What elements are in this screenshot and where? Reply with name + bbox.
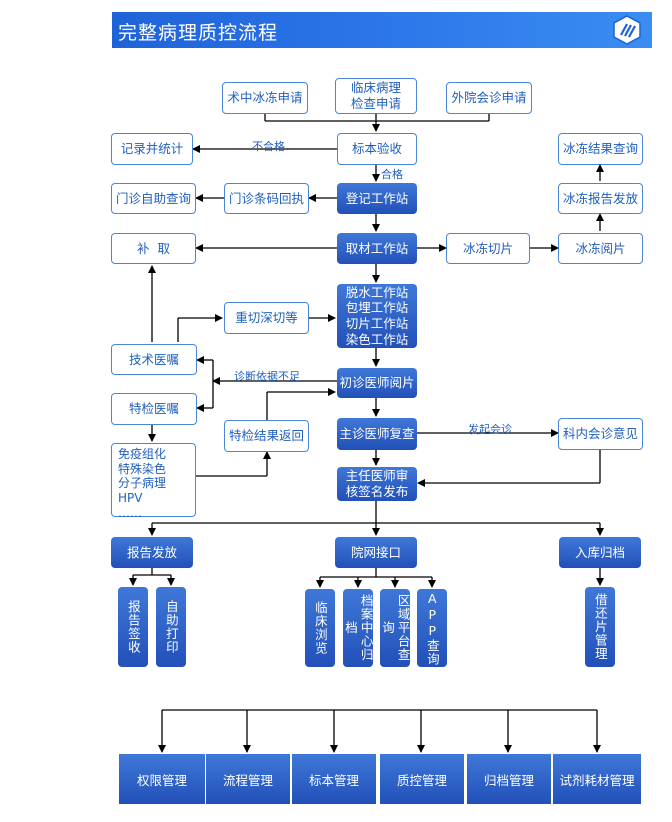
clinical-request-line1: 临床病理 — [350, 80, 401, 96]
frozen-query-label: 冰冻结果查询 — [562, 141, 638, 157]
recut-label: 重切深切等 — [235, 310, 298, 326]
archive-box: 入库归档 — [559, 537, 641, 568]
specimen-receive-box: 标本验收 — [337, 133, 417, 165]
intraop-frozen-request-label: 术中冰冻申请 — [227, 90, 303, 106]
special-tests-list: 免疫组化 特殊染色 分子病理 HPV …… — [111, 443, 196, 520]
list-item: HPV — [118, 490, 143, 505]
register-station-box: 登记工作站 — [337, 183, 417, 214]
first-read-label: 初诊医师阅片 — [339, 375, 415, 391]
final-signoff-line1: 主任医师审 — [345, 468, 409, 484]
dehydration-station-label: 脱水工作站 — [345, 284, 409, 300]
sectioning-station-label: 切片工作站 — [345, 316, 409, 331]
self-query-label: 门诊自助查询 — [115, 190, 191, 206]
external-consult-request-label: 外院会诊申请 — [451, 90, 527, 106]
consult-opinion-box: 科内会诊意见 — [558, 418, 643, 450]
insufficient-basis-label: 诊断依据不足 — [234, 370, 300, 383]
sampling-station-box: 取材工作站 — [337, 233, 417, 264]
permission-mgmt-label: 权限管理 — [136, 772, 187, 788]
register-station-label: 登记工作站 — [345, 190, 409, 206]
resample-box: 补 取 — [111, 233, 196, 264]
record-stats-box: 记录并统计 — [111, 133, 193, 165]
special-order-label: 特检医嘱 — [128, 401, 179, 417]
frozen-read-box: 冰冻阅片 — [558, 233, 643, 264]
regional-platform-label: 区域平台查询 — [380, 594, 411, 662]
final-signoff-line2: 核签名发布 — [345, 484, 409, 499]
list-item: 分子病理 — [118, 476, 167, 491]
reagent-mgmt-label: 试剂耗材管理 — [559, 772, 635, 788]
first-read-box: 初诊医师阅片 — [337, 368, 417, 398]
frozen-cut-label: 冰冻切片 — [462, 240, 513, 256]
intraop-frozen-request-box: 术中冰冻申请 — [222, 82, 308, 114]
external-consult-request-box: 外院会诊申请 — [446, 82, 532, 114]
archive-center-label: 档案中心归档 — [343, 594, 374, 662]
slide-lending-box: 借还片管理 — [585, 587, 615, 667]
special-result-label: 特检结果返回 — [228, 428, 304, 444]
archive-mgmt-label: 归档管理 — [483, 772, 534, 788]
report-signoff-box: 报告签收 — [118, 587, 148, 667]
tech-order-box: 技术医嘱 — [111, 344, 197, 375]
report-release-box: 报告发放 — [111, 537, 193, 568]
special-result-box: 特检结果返回 — [224, 420, 309, 452]
report-signoff-label: 报告签收 — [125, 600, 141, 654]
permission-mgmt-box: 权限管理 — [119, 754, 205, 804]
resample-label: 补 取 — [137, 240, 170, 256]
quality-mgmt-label: 质控管理 — [396, 772, 447, 788]
outpatient-receipt-label: 门诊条码回执 — [228, 190, 304, 206]
recut-box: 重切深切等 — [224, 302, 309, 334]
quality-mgmt-box: 质控管理 — [380, 754, 464, 804]
clinical-request-box: 临床病理 检查申请 — [335, 78, 417, 114]
outpatient-receipt-box: 门诊条码回执 — [224, 183, 309, 214]
process-mgmt-box: 流程管理 — [206, 754, 290, 804]
self-query-box: 门诊自助查询 — [111, 183, 196, 214]
reagent-mgmt-box: 试剂耗材管理 — [553, 754, 641, 804]
sampling-station-label: 取材工作站 — [345, 240, 409, 256]
final-signoff-box: 主任医师审 核签名发布 — [337, 467, 417, 501]
app-query-label: APP查询 — [424, 590, 440, 666]
specimen-mgmt-box: 标本管理 — [292, 754, 376, 804]
archive-mgmt-box: 归档管理 — [467, 754, 551, 804]
frozen-cut-box: 冰冻切片 — [446, 233, 530, 264]
list-item: 特殊染色 — [118, 461, 167, 476]
frozen-read-label: 冰冻阅片 — [575, 240, 626, 256]
logo-icon — [613, 15, 641, 45]
clinical-browse-label: 临床浏览 — [312, 601, 328, 655]
unqualified-label: 不合格 — [252, 140, 285, 153]
embedding-station-label: 包埋工作站 — [345, 300, 409, 316]
regional-platform-box: 区域平台查询 — [380, 589, 411, 667]
staining-station-label: 染色工作站 — [345, 331, 409, 347]
report-release-label: 报告发放 — [126, 544, 177, 560]
hospital-interface-label: 院网接口 — [350, 544, 401, 560]
header-bar: 完整病理质控流程 — [112, 12, 652, 48]
tech-order-label: 技术医嘱 — [128, 351, 179, 367]
self-print-label: 自助打印 — [163, 600, 179, 654]
clinical-browse-box: 临床浏览 — [305, 589, 335, 667]
archive-center-box: 档案中心归档 — [343, 589, 374, 667]
clinical-request-line2: 检查申请 — [350, 96, 401, 111]
list-item: 免疫组化 — [118, 447, 167, 461]
hospital-interface-box: 院网接口 — [335, 537, 417, 568]
qualified-label: 合格 — [381, 168, 403, 181]
process-mgmt-label: 流程管理 — [222, 772, 273, 788]
slide-lending-label: 借还片管理 — [592, 593, 608, 661]
page-title: 完整病理质控流程 — [118, 22, 279, 44]
chief-review-label: 主诊医师复查 — [339, 426, 415, 442]
app-query-box: APP查询 — [417, 589, 447, 667]
specimen-receive-label: 标本验收 — [351, 141, 402, 157]
processing-stations-box: 脱水工作站 包埋工作站 切片工作站 染色工作站 — [337, 284, 417, 348]
frozen-query-box: 冰冻结果查询 — [558, 133, 643, 165]
archive-label: 入库归档 — [574, 544, 625, 560]
consult-label: 发起会诊 — [468, 423, 512, 436]
frozen-report-box: 冰冻报告发放 — [558, 183, 643, 214]
specimen-mgmt-label: 标本管理 — [308, 772, 359, 788]
record-stats-label: 记录并统计 — [120, 141, 184, 157]
list-item: …… — [118, 505, 142, 520]
special-order-box: 特检医嘱 — [111, 393, 197, 425]
chief-review-box: 主诊医师复查 — [337, 418, 417, 450]
self-print-box: 自助打印 — [156, 587, 186, 667]
consult-opinion-label: 科内会诊意见 — [562, 426, 638, 442]
frozen-report-label: 冰冻报告发放 — [562, 190, 638, 206]
